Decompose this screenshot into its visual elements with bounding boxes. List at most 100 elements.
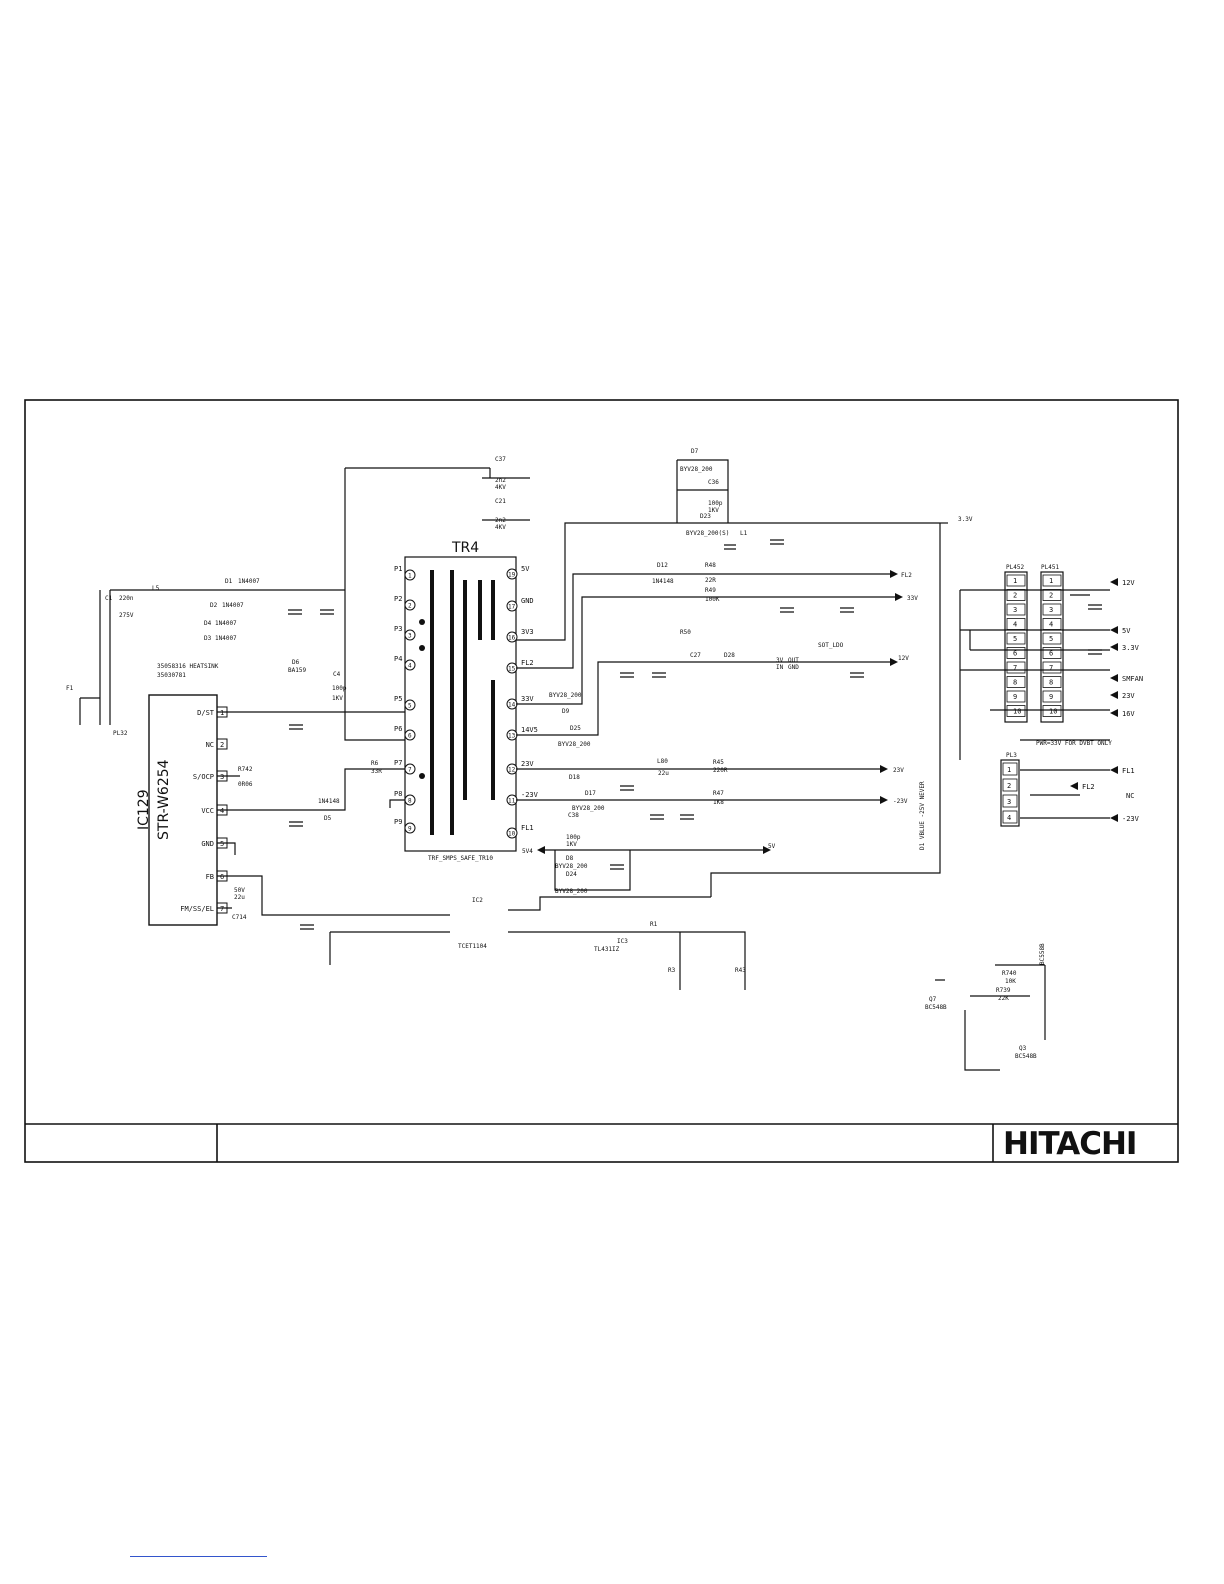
transformer: TR4 TRF_SMPS_SAFE_TR10 1P12P23P34P45P56P…: [394, 540, 539, 862]
d25-label: D25: [570, 725, 581, 732]
pl451-pin-number: 1: [1049, 577, 1053, 585]
transformer-pin-label: 3V3: [521, 628, 534, 636]
pl452-pin-number: 8: [1013, 679, 1017, 687]
transformer-pin-label: GND: [521, 597, 534, 605]
pl3-ref: PL3: [1006, 752, 1017, 759]
pl451-ref: PL451: [1041, 564, 1059, 571]
pl3-pin: [1002, 778, 1018, 792]
transformer-pin-circle: [506, 600, 518, 612]
r6-value: 33R: [371, 768, 382, 775]
c36-value: 100p: [708, 500, 723, 507]
pl451-pin-number: 8: [1049, 679, 1053, 687]
v33-arrow: [895, 593, 903, 601]
pl3-pin-number: 1: [1007, 766, 1011, 774]
rail-33v: 33V: [907, 595, 918, 602]
pl3-rail-label: FL1: [1122, 767, 1135, 775]
pl3-rail-label: FL2: [1082, 783, 1095, 791]
pl451-pin-number: 5: [1049, 635, 1053, 643]
rail-m23v: -23V: [893, 798, 908, 805]
q3-label: Q3: [1019, 1045, 1027, 1052]
pl452-pin-number: 10: [1013, 708, 1021, 716]
v5v4-arrow: [537, 846, 545, 854]
d25-value: BYV28_200: [558, 741, 591, 748]
pl3-rail-label: NC: [1126, 792, 1134, 800]
c54-rating: 50V: [234, 887, 245, 894]
transformer-pin-circle: [404, 629, 416, 641]
pl451-pin-number: 7: [1049, 664, 1053, 672]
vm23-arrow: [880, 796, 888, 804]
d6-label: D6: [292, 659, 300, 666]
pl3-rail-label: -23V: [1122, 815, 1140, 823]
pl452-pin: [1006, 661, 1026, 674]
ic-pin-number: 7: [220, 905, 224, 913]
d18-label: D18: [569, 774, 580, 781]
l1-label: L1: [740, 530, 748, 537]
footer-link-underline[interactable]: [130, 1556, 267, 1557]
rail-arrow: [1110, 691, 1118, 699]
transformer-pin-circle: [404, 599, 416, 611]
pl451-pin: [1042, 661, 1062, 674]
pl452-pin-number: 1: [1013, 577, 1017, 585]
connector-rail-label: 12V: [1122, 579, 1135, 587]
l80-label: L80: [657, 758, 668, 765]
r740-value: 10K: [1005, 978, 1016, 985]
pl3-pin: [1002, 762, 1018, 776]
r3-label: R3: [668, 967, 676, 974]
v12-arrow: [890, 658, 898, 666]
c21-label: C21: [495, 498, 506, 505]
c4-label: C4: [333, 671, 341, 678]
c4-rating: 1KV: [332, 695, 343, 702]
transformer-pin-label: P5: [394, 695, 402, 703]
d5-value: 1N4148: [318, 798, 340, 805]
transformer-pin-circle: [404, 659, 416, 671]
pl3-pin-number: 2: [1007, 782, 1011, 790]
r50-label: R50: [680, 629, 691, 636]
transformer-pin-circle: [506, 827, 518, 839]
winding-dot: [419, 773, 425, 779]
transformer-pin-number: 6: [408, 733, 412, 740]
d17-value: BYV28_200: [572, 805, 605, 812]
pl451-pin-number: 9: [1049, 693, 1053, 701]
pl32-label: PL32: [113, 730, 128, 737]
pl452-pin-number: 5: [1013, 635, 1017, 643]
transformer-pin-circle: [506, 631, 518, 643]
rail-arrow: [1110, 578, 1118, 586]
pl451-pin: [1042, 574, 1062, 587]
r1-label: R1: [650, 921, 658, 928]
d12-value: 1N4148: [652, 578, 674, 585]
pl452-pin-number: 3: [1013, 606, 1017, 614]
c37-label: C37: [495, 456, 506, 463]
ic-pin-number: 1: [220, 709, 224, 717]
r742-value: 0R06: [238, 781, 253, 788]
ic-main-ref: IC129: [136, 789, 152, 830]
l5-label: L5: [152, 585, 160, 592]
ic3-value: TL431IZ: [594, 946, 620, 953]
c37-rating: 4KV: [495, 484, 506, 491]
component-labels: C37 2n2 4KV C21 2n2 4KV D7 BYV28_200 C36…: [66, 448, 1046, 1060]
transformer-pin-circle: [404, 569, 416, 581]
ic-pin-name: NC: [206, 741, 214, 749]
v5-arrow: [763, 846, 771, 854]
c36-label: C36: [708, 479, 719, 486]
connector-rail-label: 3.3V: [1122, 644, 1140, 652]
fl2-arrow: [890, 570, 898, 578]
transformer-pin-number: 1: [408, 573, 412, 580]
pl452-pin-number: 6: [1013, 650, 1017, 658]
q7-value: BC548B: [925, 1004, 947, 1011]
pl3-pin-number: 3: [1007, 798, 1011, 806]
transformer-pin-label: 5V: [521, 565, 530, 573]
r45-label: R45: [713, 759, 724, 766]
d6-value: BA159: [288, 667, 306, 674]
transformer-pin-label: P1: [394, 565, 402, 573]
rail-arrow: [1110, 674, 1118, 682]
rail-labels: 3.3V FL2 33V 12V 23V -23V 5V4 5V D1 VBLU…: [522, 516, 973, 855]
pl452-pin: [1006, 705, 1026, 717]
transformer-pin-number: 5: [408, 703, 412, 710]
ic-pin-number: 5: [220, 840, 224, 848]
pl451-pin: [1042, 690, 1062, 703]
d23-label: D23: [700, 513, 711, 520]
ic-pin-name: GND: [201, 840, 214, 848]
transformer-pin-circle: [506, 568, 518, 580]
